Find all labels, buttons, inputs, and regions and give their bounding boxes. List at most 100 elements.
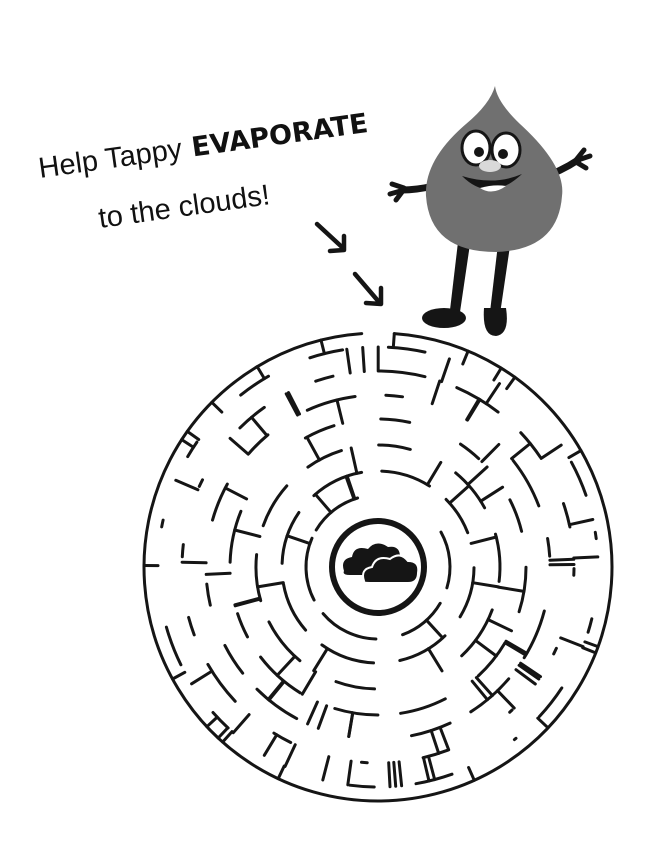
maze-radial-wall bbox=[559, 636, 585, 649]
maze-radial-wall bbox=[346, 759, 353, 787]
tappy-character bbox=[387, 86, 593, 336]
maze-ring-wall bbox=[421, 748, 450, 760]
maze-ring-wall bbox=[377, 443, 412, 451]
maze-walls bbox=[142, 332, 600, 789]
maze-ring-wall bbox=[160, 518, 165, 529]
right-shoe bbox=[483, 308, 507, 336]
maze-ring-wall bbox=[444, 497, 470, 535]
maze-radial-wall bbox=[505, 375, 517, 391]
maze-radial-wall bbox=[427, 754, 437, 782]
maze-radial-wall bbox=[305, 435, 321, 462]
maze-radial-wall bbox=[425, 618, 445, 640]
maze-ring-wall bbox=[458, 566, 476, 619]
maze-ring-wall bbox=[186, 440, 199, 459]
maze-radial-wall bbox=[283, 743, 297, 768]
maze-radial-wall bbox=[347, 711, 355, 738]
maze-radial-wall bbox=[216, 726, 230, 740]
maze-ring-wall bbox=[254, 553, 263, 603]
left-pupil bbox=[474, 147, 484, 157]
cloud-icon bbox=[329, 518, 427, 616]
maze-radial-wall bbox=[345, 347, 352, 375]
maze-ring-wall bbox=[517, 565, 528, 614]
maze-ring-wall bbox=[306, 449, 343, 469]
maze-ring-wall bbox=[308, 348, 345, 360]
maze-ring-wall bbox=[552, 646, 558, 656]
maze-radial-wall bbox=[466, 465, 489, 486]
maze-radial-wall bbox=[321, 755, 331, 782]
maze-radial-wall bbox=[233, 528, 262, 538]
maze-ring-wall bbox=[205, 582, 212, 607]
left-leg bbox=[450, 242, 470, 312]
maze-radial-wall bbox=[517, 663, 541, 681]
maze-ring-wall bbox=[593, 530, 598, 541]
maze-radial-wall bbox=[300, 670, 318, 696]
maze-radial-wall bbox=[503, 641, 528, 657]
right-leg bbox=[490, 244, 510, 314]
title-prefix: Help Tappy bbox=[37, 133, 185, 185]
maze-radial-wall bbox=[470, 679, 489, 702]
maze-radial-wall bbox=[392, 760, 398, 788]
maze-radial-wall bbox=[474, 638, 498, 658]
maze-ring-wall bbox=[439, 530, 452, 590]
maze-radial-wall bbox=[496, 585, 526, 593]
maze-radial-wall bbox=[426, 647, 444, 673]
maze-ring-wall bbox=[314, 374, 335, 383]
maze-ring-wall bbox=[377, 369, 427, 379]
maze-ring-wall bbox=[512, 736, 518, 742]
maze-ring-wall bbox=[348, 783, 376, 789]
maze-ring-wall bbox=[223, 643, 245, 675]
maze-ring-wall bbox=[399, 697, 447, 715]
maze-radial-wall bbox=[344, 475, 356, 501]
maze-radial-wall bbox=[313, 492, 333, 514]
maze-entrance-wall bbox=[391, 332, 396, 349]
maze-radial-wall bbox=[583, 640, 600, 649]
maze-radial-wall bbox=[548, 557, 576, 562]
maze-radial-wall bbox=[221, 730, 234, 744]
circular-maze[interactable] bbox=[142, 332, 614, 803]
maze-ring-wall bbox=[180, 543, 185, 559]
maze-radial-wall bbox=[484, 382, 501, 406]
maze-radial-wall bbox=[387, 761, 392, 789]
maze-ring-wall bbox=[333, 707, 380, 717]
maze-ring-wall bbox=[303, 424, 336, 440]
maze-ring-wall bbox=[511, 459, 541, 508]
maze-radial-wall bbox=[228, 436, 250, 456]
maze-radial-wall bbox=[171, 670, 187, 681]
maze-radial-wall bbox=[496, 689, 516, 710]
maze-ring-wall bbox=[164, 625, 183, 667]
maze-radial-wall bbox=[180, 560, 208, 565]
maze-radial-wall bbox=[205, 715, 219, 729]
maze-ring-wall bbox=[255, 687, 299, 721]
maze-radial-wall bbox=[262, 733, 279, 757]
maze-radial-wall bbox=[492, 366, 503, 382]
maze-radial-wall bbox=[536, 716, 550, 730]
maze-radial-wall bbox=[233, 596, 262, 607]
maze-radial-wall bbox=[312, 647, 329, 673]
maze-ring-wall bbox=[304, 536, 316, 602]
maze-radial-wall bbox=[471, 581, 500, 589]
maze-ring-wall bbox=[334, 680, 376, 691]
maze-radial-wall bbox=[469, 535, 498, 545]
maze-radial-wall bbox=[285, 534, 312, 546]
right-hand bbox=[573, 147, 593, 171]
maze-radial-wall bbox=[180, 438, 195, 449]
maze-ring-wall bbox=[537, 686, 564, 718]
maze-ring-wall bbox=[267, 620, 302, 663]
maze-radial-wall bbox=[276, 764, 286, 781]
title-emphasis: EVAPORATE bbox=[190, 108, 370, 163]
maze-ring-wall bbox=[320, 643, 375, 665]
maze-ring-wall bbox=[321, 612, 378, 641]
maze-radial-wall bbox=[287, 391, 301, 416]
maze-radial-wall bbox=[572, 555, 600, 560]
maze-radial-wall bbox=[430, 379, 442, 406]
maze-radial-wall bbox=[479, 485, 505, 503]
maze-ring-wall bbox=[384, 393, 404, 399]
maze-radial-wall bbox=[474, 676, 494, 697]
maze-radial-wall bbox=[440, 357, 451, 384]
maze-ring-wall bbox=[401, 601, 442, 637]
maze-outer-wall bbox=[142, 332, 614, 803]
maze-ring-wall bbox=[569, 460, 588, 497]
maze-radial-wall bbox=[486, 618, 513, 633]
